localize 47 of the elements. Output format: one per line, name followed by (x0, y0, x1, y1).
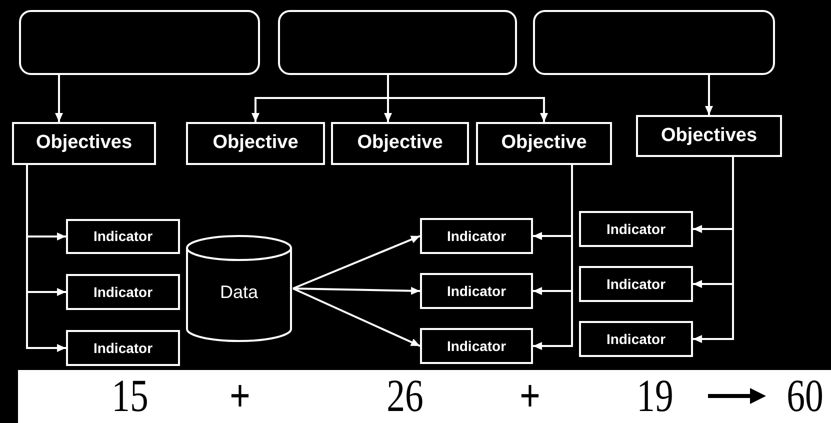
node-label: Objective (501, 131, 587, 156)
objective-box (331, 122, 469, 165)
plus-sign: + (520, 369, 540, 423)
arrow (292, 288, 420, 347)
empty-rounded-box (278, 10, 517, 75)
node-label: Indicator (446, 336, 506, 356)
database-cylinder (185, 234, 293, 343)
number-label: 60 (786, 369, 824, 423)
arrow (292, 235, 420, 290)
indicator-box (420, 328, 533, 364)
node-label: Indicator (606, 220, 666, 238)
node-label: Indicator (93, 338, 153, 358)
node-label: Indicator (446, 282, 506, 300)
node-label: Indicator (446, 226, 506, 246)
empty-rounded-box (533, 10, 775, 75)
indicator-box (579, 266, 693, 302)
arrow (55, 75, 63, 122)
number-label: 26 (386, 369, 424, 423)
plus-sign: + (230, 369, 250, 423)
node-label: Indicator (93, 282, 153, 302)
number-label: 15 (112, 369, 148, 423)
arrow (26, 165, 66, 352)
indicator-box (579, 211, 693, 247)
indicator-box (579, 321, 693, 357)
objective-box (12, 122, 156, 165)
arrow (705, 75, 713, 115)
indicator-box (66, 219, 180, 254)
empty-rounded-box (19, 10, 260, 75)
objective-box (186, 122, 325, 165)
objective-box (636, 115, 782, 157)
number-label: 19 (636, 369, 674, 423)
node-label: Objective (357, 131, 443, 156)
indicator-box (420, 273, 533, 309)
indicator-box (66, 330, 180, 366)
indicator-box (66, 274, 180, 310)
arrow (292, 286, 420, 295)
node-label: Indicator (606, 274, 666, 294)
node-label: Objectives (36, 131, 132, 156)
arrow (533, 165, 573, 350)
objective-box (476, 122, 612, 165)
node-label: Indicator (606, 330, 666, 348)
node-label: Objectives (660, 124, 758, 148)
node-label: Data (220, 281, 258, 304)
node-label: Indicator (93, 227, 153, 246)
arrow (693, 157, 734, 343)
indicator-box (420, 218, 533, 254)
node-label: Objective (212, 131, 298, 156)
